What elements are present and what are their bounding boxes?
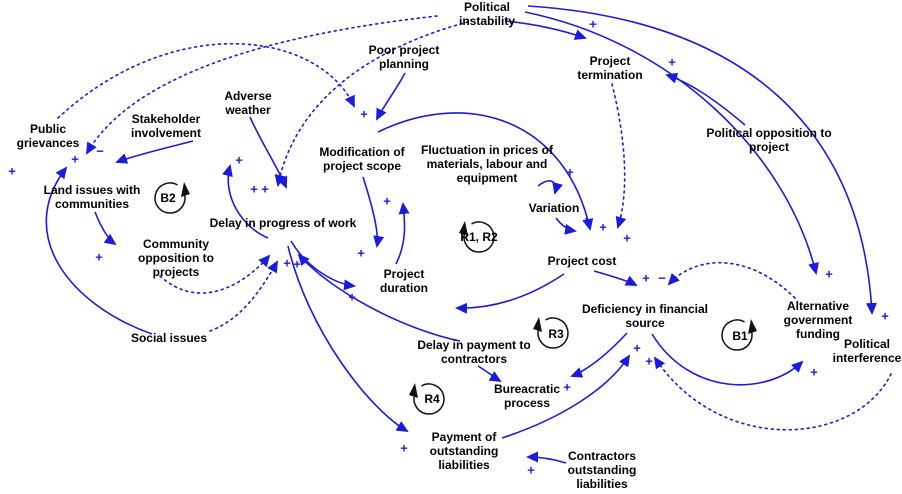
polarity-sign: + (527, 462, 535, 478)
edge-project-termination-project-cost (611, 83, 627, 229)
node-adverse-weather: Adverse weather (224, 88, 272, 117)
node-alternative-funding: Alternative government funding (783, 298, 853, 342)
node-fluctuation-prices: Fluctuation in prices of materials, labo… (420, 142, 553, 186)
edge-public-grievances-modification-scope (57, 42, 355, 119)
polarity-sign: + (348, 289, 356, 305)
edge-fluctuation-prices-variation (537, 180, 563, 195)
polarity-sign: + (599, 219, 607, 235)
edge-delay-progress-stakeholder-involvement (222, 164, 269, 239)
edge-political-instability-land-issues (85, 15, 438, 155)
node-delay-progress: Delay in progress of work (209, 215, 357, 230)
polarity-sign: + (668, 54, 676, 70)
node-stakeholder-involvement: Stakeholder involvement (130, 111, 202, 140)
polarity-sign: + (95, 249, 103, 265)
node-social-issues: Social issues (130, 330, 208, 345)
polarity-sign: + (566, 164, 574, 180)
loop-marker-B2 (154, 182, 190, 214)
node-political-interference: Political interference (832, 336, 902, 365)
edge-delay-progress-project-duration (290, 240, 356, 291)
node-contractors-liabilities: Contractors outstanding liabilities (567, 448, 637, 492)
node-delay-payment: Delay in payment to contractors (417, 337, 531, 366)
node-public-grievances: Public grievances (16, 121, 80, 150)
polarity-sign: + (810, 364, 818, 380)
edge-modification-scope-project-cost (377, 112, 594, 231)
node-project-termination: Project termination (577, 53, 643, 82)
edge-political-opposition-project-termination (665, 72, 746, 126)
polarity-sign: + (250, 181, 258, 197)
node-deficiency-financial: Deficiency in financial source (581, 301, 709, 330)
loop-marker-R3 (533, 317, 569, 349)
polarity-sign: + (582, 213, 590, 229)
polarity-sign: + (261, 181, 269, 197)
node-poor-project-planning: Poor project planning (368, 42, 440, 71)
edge-land-issues-community-opposition (94, 211, 117, 246)
polarity-sign: + (645, 353, 653, 369)
node-payment-liabilities: Payment of outstanding liabilities (429, 429, 499, 473)
node-political-opposition: Political opposition to project (706, 125, 832, 154)
edge-social-issues-delay-progress (209, 260, 278, 332)
edge-variation-project-cost (555, 217, 577, 235)
node-land-issues: Land issues with communities (43, 182, 141, 211)
loop-marker-R4 (409, 383, 445, 415)
edge-project-cost-delay-payment (455, 273, 565, 314)
edge-political-instability-alternative-funding (524, 11, 819, 275)
loop-label-B2: B2 (160, 191, 176, 205)
loop-label-B1: B1 (732, 329, 748, 343)
edge-stakeholder-involvement-land-issues (115, 140, 194, 164)
polarity-sign: + (357, 245, 365, 261)
edge-political-instability-project-termination (504, 20, 587, 40)
edge-payment-liabilities-deficiency-financial (501, 354, 631, 439)
node-variation: Variation (528, 200, 580, 215)
edge-delay-progress-payment-liabilities (287, 245, 409, 433)
loop-marker-R1R2 (459, 221, 495, 253)
edge-adverse-weather-delay-progress (249, 116, 288, 189)
edge-political-interference-deficiency-financial (653, 356, 892, 431)
polarity-sign: + (235, 152, 243, 168)
edge-community-opposition-delay-progress (159, 254, 271, 294)
node-bureacratic-process: Bureacratic process (493, 381, 561, 410)
polarity-sign: + (293, 256, 301, 272)
polarity-sign: + (400, 440, 408, 456)
edge-deficiency-financial-alternative-funding (651, 333, 804, 386)
node-project-cost: Project cost (547, 253, 617, 268)
edge-project-duration-fluctuation-prices (395, 202, 410, 265)
polarity-sign: + (71, 151, 79, 167)
edge-deficiency-financial-delay-payment (570, 332, 628, 378)
edge-delay-payment-delay-progress (297, 253, 461, 342)
polarity-sign: + (563, 379, 571, 395)
polarity-sign: + (633, 340, 641, 356)
polarity-sign: + (383, 193, 391, 209)
edge-alternative-funding-deficiency-financial (667, 261, 796, 299)
loop-marker-B1 (721, 319, 757, 351)
edge-political-instability-political-interference (527, 5, 877, 315)
polarity-sign: + (642, 270, 650, 286)
polarity-sign: + (8, 163, 16, 179)
polarity-sign: + (881, 308, 889, 324)
node-project-duration: Project duration (380, 266, 428, 295)
polarity-sign: + (623, 230, 631, 246)
edge-political-instability-delay-progress (274, 21, 469, 187)
edge-modification-scope-project-duration (362, 176, 385, 248)
edge-project-cost-deficiency-financial (593, 270, 638, 286)
edge-contractors-liabilities-payment-liabilities (526, 451, 567, 464)
edge-social-issues-public-grievances (45, 166, 153, 335)
polarity-sign: − (658, 270, 666, 286)
loop-label-R3: R3 (548, 327, 564, 341)
edge-delay-payment-bureacratic-process (477, 365, 502, 383)
polarity-sign: + (589, 16, 597, 32)
polarity-sign: + (825, 266, 833, 282)
node-community-opposition: Community opposition to projects (138, 236, 214, 280)
polarity-sign: + (360, 106, 368, 122)
loop-label-R1R2: R1, R2 (460, 230, 498, 244)
loop-label-R4: R4 (424, 392, 440, 406)
polarity-sign: − (96, 143, 104, 159)
edge-poor-project-planning-modification-scope (376, 72, 406, 121)
node-political-instability: Political instability (458, 0, 515, 28)
polarity-sign: + (283, 255, 291, 271)
node-modification-scope: Modification of project scope (319, 144, 405, 173)
